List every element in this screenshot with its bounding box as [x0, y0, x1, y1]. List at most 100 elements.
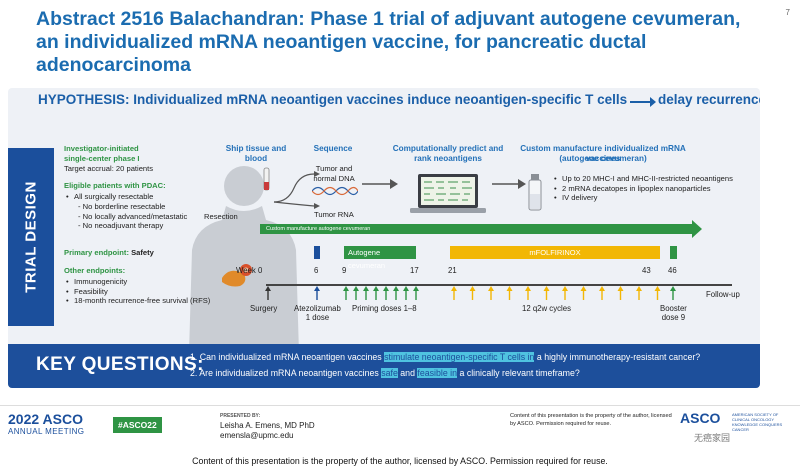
- chemo-cycle-arrow-icon: [469, 286, 476, 300]
- cycles-label: 12 q2w cycles: [522, 304, 571, 313]
- week-label: Week 0: [236, 266, 263, 275]
- endpoint-item: 18-month recurrence-free survival (RFS): [66, 296, 210, 306]
- week-tick: 21: [448, 266, 457, 275]
- eligible-list: All surgically resectable: [66, 192, 153, 202]
- hypothesis-result: delay recurrence: [658, 92, 760, 107]
- trial-design-figure: HYPOTHESIS: Individualized mRNA neoantig…: [8, 88, 760, 388]
- target-accrual: Target accrual: 20 patients: [64, 164, 154, 173]
- chemo-cycle-arrow-icon: [580, 286, 587, 300]
- eligible-sub-list: - No borderline resectable - No locally …: [74, 202, 187, 231]
- eligible-main: All surgically resectable: [66, 192, 153, 202]
- chemo-cycle-arrow-icon: [506, 286, 513, 300]
- key-question-1: 1. Can individualized mRNA neoantigen va…: [190, 352, 701, 362]
- arrow-right-icon: [362, 179, 398, 189]
- chemo-cycle-arrow-icon: [543, 286, 550, 300]
- priming-dose-arrow-icon: [353, 286, 359, 300]
- vaccine-features-list: Up to 20 MHC-I and MHC-II-restricted neo…: [554, 174, 733, 203]
- primary-endpoint: Primary endpoint: Safety: [64, 248, 154, 257]
- week-tick: 17: [410, 266, 419, 275]
- asco-annual-meeting-logo: 2022 ASCO ANNUAL MEETING: [8, 411, 85, 436]
- chemo-cycle-arrow-icon: [451, 286, 457, 300]
- predict-heading: Computationally predict and rank neoanti…: [392, 144, 504, 163]
- booster-label: Booster dose 9: [660, 304, 687, 322]
- chemo-cycle-arrow-icon: [525, 286, 531, 300]
- endpoint-item: Feasibility: [66, 287, 210, 297]
- slide-number: 7: [785, 8, 790, 17]
- ship-heading: Ship tissue and blood: [225, 144, 287, 163]
- footer-copyright: Content of this presentation is the prop…: [510, 413, 672, 427]
- tube-and-arrows-icon: [263, 167, 320, 209]
- eligible-heading: Eligible patients with PDAC:: [64, 181, 166, 190]
- endpoint-item: Immunogenicity: [66, 277, 210, 287]
- vaccine-feature: 2 mRNA decatopes in lipoplex nanoparticl…: [554, 184, 733, 194]
- dose-arrows: [265, 286, 676, 300]
- vaccine-feature: IV delivery: [554, 193, 733, 203]
- sequence-heading: Sequence: [313, 144, 353, 153]
- priming-label: Priming doses 1–8: [352, 304, 417, 313]
- atezolizumab-label: Atezolizumab 1 dose: [294, 304, 341, 322]
- chemo-cycle-arrow-icon: [562, 286, 568, 300]
- priming-dose-arrow-icon: [403, 286, 409, 300]
- atezolizumab-bar: [314, 246, 320, 259]
- week-tick: 46: [668, 266, 677, 275]
- mfolfirinox-bar: mFOLFIRINOX: [450, 246, 660, 259]
- slide: Abstract 2516 Balachandran: Phase 1 tria…: [0, 0, 800, 450]
- key-questions-band: KEY QUESTIONS: 1. Can individualized mRN…: [8, 344, 760, 388]
- hashtag-badge: #ASCO22: [113, 417, 162, 433]
- tumor-normal-dna-label: Tumor and normal DNA: [313, 164, 355, 183]
- priming-dose-arrow-icon: [363, 286, 369, 300]
- bottom-caption: Content of this presentation is the prop…: [192, 456, 608, 466]
- eligible-sub-item: - No locally advanced/metastatic: [78, 211, 188, 221]
- manufacture-heading: Custom manufacture individualized mRNA v…: [520, 144, 686, 163]
- booster-arrow-icon: [670, 286, 676, 300]
- slide-title: Abstract 2516 Balachandran: Phase 1 tria…: [36, 8, 741, 76]
- slide-footer: 2022 ASCO ANNUAL MEETING #ASCO22 PRESENT…: [0, 405, 800, 450]
- priming-dose-arrow-icon: [413, 286, 419, 300]
- week-tick: 6: [314, 266, 319, 275]
- laptop-icon: [410, 174, 486, 213]
- surgery-arrow-icon: [265, 286, 271, 300]
- surgery-label: Surgery: [250, 304, 278, 313]
- priming-dose-arrow-icon: [383, 286, 389, 300]
- booster-bar: [670, 246, 677, 259]
- autogene-bar: Autogene cevumeran: [344, 246, 416, 270]
- eligible-sub-item: - No borderline resectable: [78, 202, 166, 211]
- chemo-cycle-arrow-icon: [488, 286, 494, 300]
- manufacture-subheading: (autogene cevumeran): [559, 154, 647, 163]
- key-question-2: 2. Are individualized mRNA neoantigen va…: [190, 368, 580, 378]
- trial-design-label: TRIAL DESIGN: [22, 181, 40, 293]
- priming-dose-arrow-icon: [393, 286, 399, 300]
- other-endpoints-heading: Other endpoints:: [64, 266, 126, 275]
- manufacture-arrowhead: [692, 220, 702, 238]
- week-tick: 43: [642, 266, 651, 275]
- hypothesis-text: HYPOTHESIS: Individualized mRNA neoantig…: [38, 92, 628, 107]
- chemo-cycle-arrow-icon: [617, 286, 624, 300]
- week-tick: 9: [342, 266, 347, 275]
- priming-dose-arrow-icon: [373, 286, 379, 300]
- key-questions-title: KEY QUESTIONS:: [36, 354, 204, 375]
- patient-silhouette-icon: [188, 166, 300, 388]
- followup-label: Follow-up: [706, 290, 740, 299]
- study-type-line1: Investigator-initiated: [64, 144, 139, 153]
- timeline-axis: [266, 284, 732, 286]
- resection-label: Resection: [204, 212, 238, 221]
- tumor-rna-label: Tumor RNA: [314, 210, 354, 219]
- vaccine-vial-icon: [528, 174, 542, 211]
- manufacture-bar: Custom manufacture autogene cevumeran: [260, 224, 692, 234]
- chemo-cycle-arrow-icon: [654, 286, 661, 300]
- atezolizumab-arrow-icon: [314, 286, 320, 300]
- footer-divider: [0, 405, 800, 406]
- eligible-sub-item: - No neoadjuvant therapy: [78, 221, 164, 230]
- trial-design-band: TRIAL DESIGN: [8, 148, 54, 326]
- asco-logo: ASCO: [680, 410, 721, 426]
- asco-society-name: AMERICAN SOCIETY OF CLINICAL ONCOLOGY KN…: [732, 412, 783, 432]
- dna-helix-icon: [312, 186, 358, 196]
- chemo-cycle-arrow-icon: [636, 286, 642, 300]
- watermark-text: 无癌家园: [694, 433, 731, 443]
- presenter-info: PRESENTED BY: Leisha A. Emens, MD PhD em…: [220, 413, 315, 440]
- vaccine-feature: Up to 20 MHC-I and MHC-II-restricted neo…: [554, 174, 733, 184]
- priming-dose-arrow-icon: [343, 286, 349, 300]
- right-arrow-icon: [630, 97, 656, 107]
- arrow-right-icon: [492, 179, 526, 189]
- chemo-cycle-arrow-icon: [599, 286, 605, 300]
